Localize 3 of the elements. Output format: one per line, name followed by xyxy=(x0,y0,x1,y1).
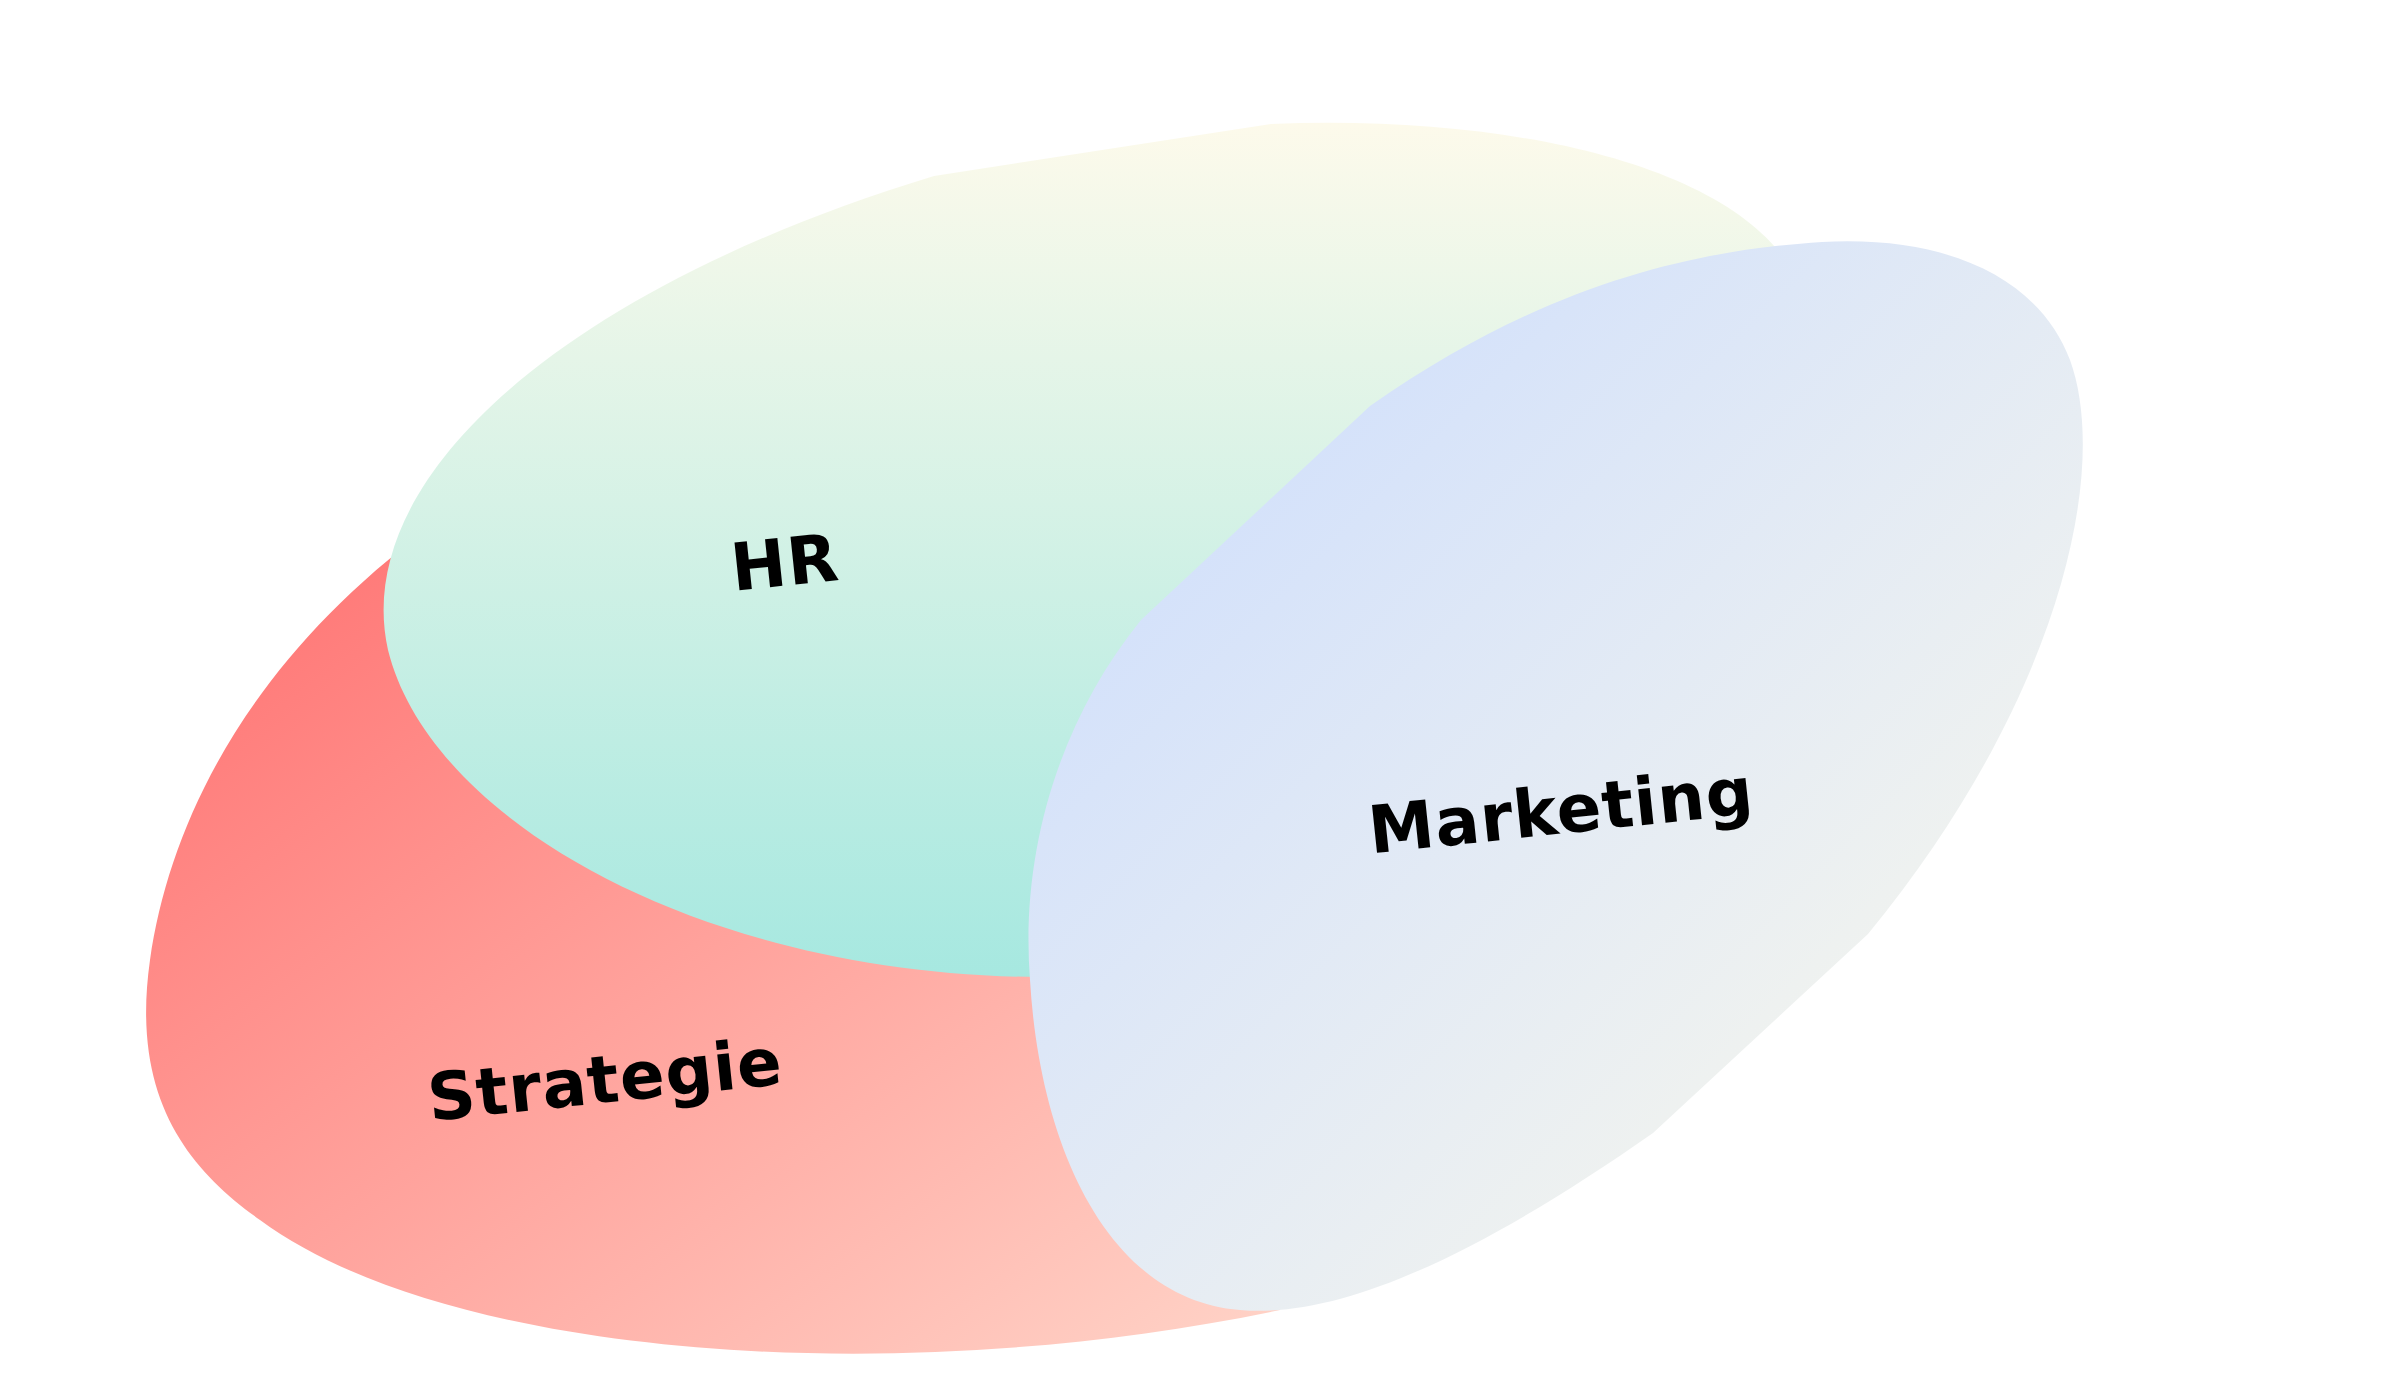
area-label: Strategie xyxy=(423,1023,787,1137)
area-label: Marketing xyxy=(1364,752,1758,870)
area-label: HR xyxy=(727,519,843,607)
